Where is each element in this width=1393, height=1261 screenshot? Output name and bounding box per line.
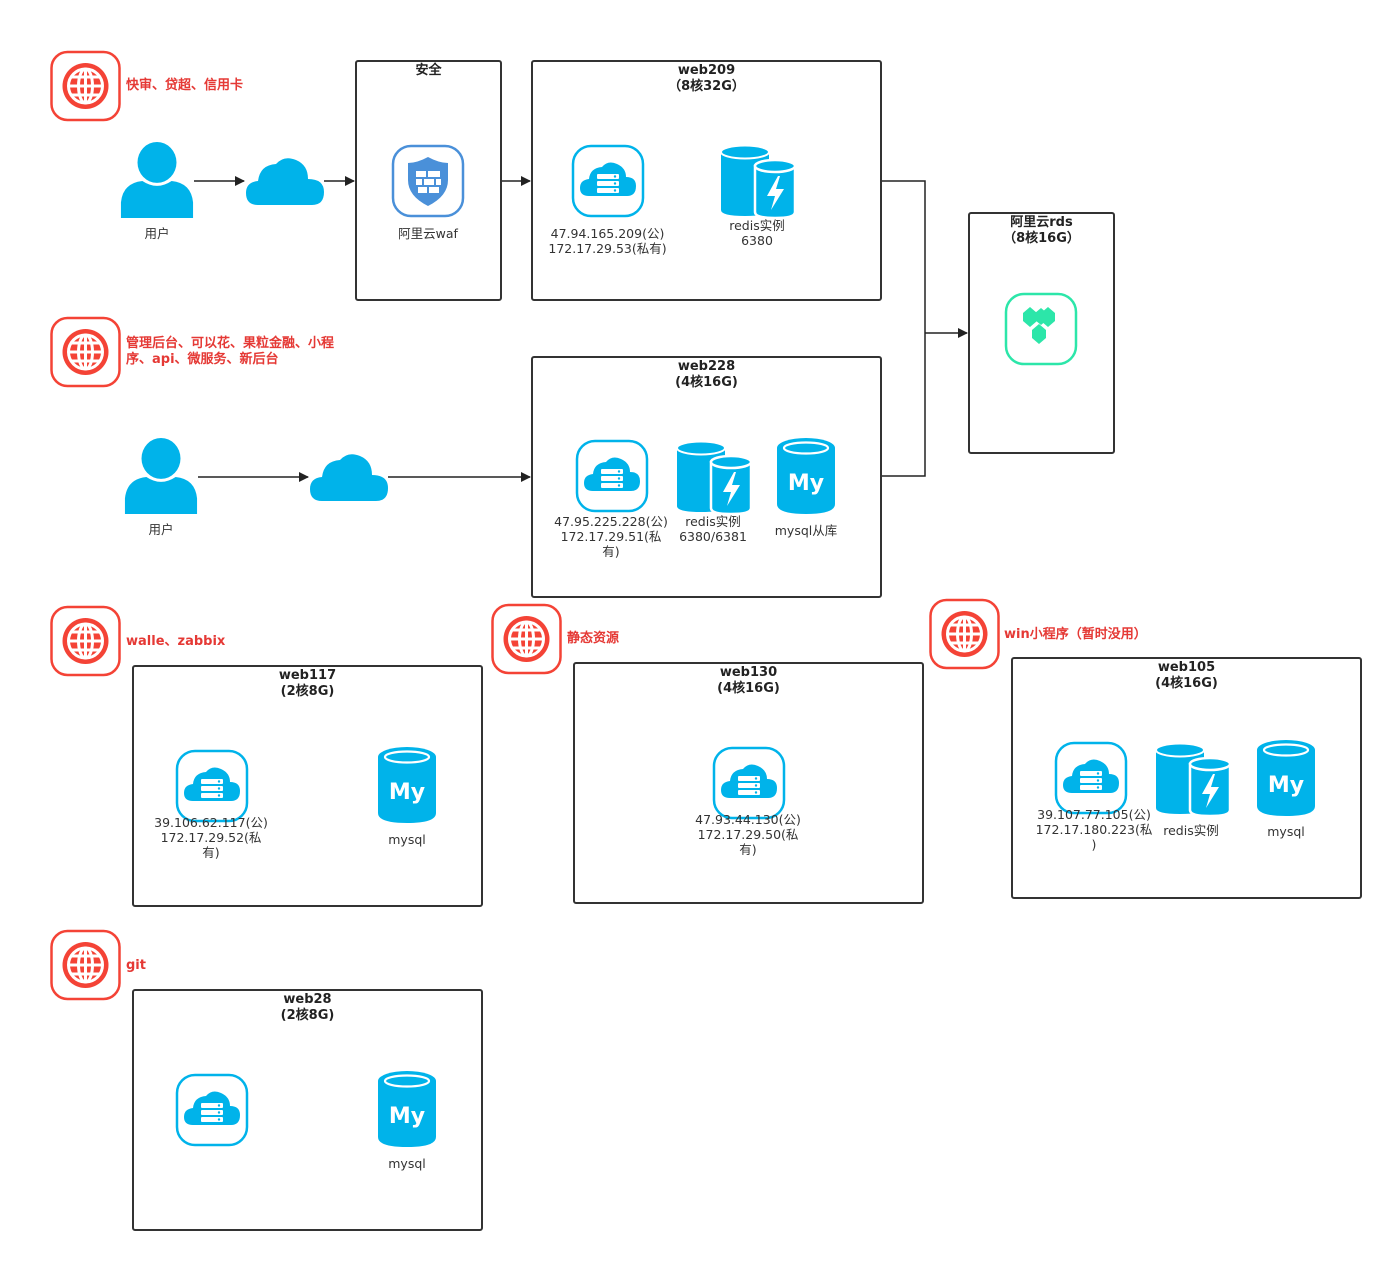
waf-label: 阿里云waf xyxy=(398,226,458,241)
server-box-web130: web130 (4核16G) xyxy=(573,662,924,904)
svg-text:My: My xyxy=(389,1104,425,1129)
shield-icon xyxy=(391,144,465,218)
box-title: 安全 xyxy=(415,63,442,78)
box-title: web130 (4核16G) xyxy=(717,665,780,696)
user-icon xyxy=(124,438,198,514)
user-icon xyxy=(120,142,194,218)
ecs-ip-label: 47.94.165.209(公) 172.17.29.53(私有) xyxy=(548,226,667,256)
ecs-server-icon xyxy=(571,144,645,218)
box-title: web105 (4核16G) xyxy=(1155,660,1218,691)
mysql-label: mysql xyxy=(388,1156,426,1171)
line-web228-rds xyxy=(882,333,926,477)
group-label: 管理后台、可以花、果粒金融、小程序、api、微服务、新后台 xyxy=(126,336,335,367)
globe-icon xyxy=(928,598,1001,670)
redis-label: redis实例 xyxy=(1163,823,1219,838)
svg-text:My: My xyxy=(788,471,824,496)
ecs-ip-label: 47.93.44.130(公) 172.17.29.50(私 有) xyxy=(695,812,801,857)
redis-icon xyxy=(1154,742,1232,816)
ecs-ip-label: 39.107.77.105(公) 172.17.180.223(私 ) xyxy=(1035,807,1153,852)
group-label: git xyxy=(126,958,146,973)
group-label: 快审、贷超、信用卡 xyxy=(126,78,244,93)
mysql-icon: My xyxy=(378,747,436,823)
internet-cloud-icon xyxy=(246,155,324,205)
svg-text:My: My xyxy=(1268,773,1304,798)
mysql-label: mysql xyxy=(1267,824,1305,839)
globe-icon xyxy=(49,929,122,1001)
ecs-server-icon xyxy=(175,1073,249,1147)
mysql-icon: My xyxy=(1257,740,1315,816)
mysql-icon: My xyxy=(777,438,835,514)
ecs-server-icon xyxy=(712,746,786,820)
ecs-server-icon xyxy=(175,749,249,823)
box-title: web228 (4核16G) xyxy=(675,359,738,390)
line-web209-rds xyxy=(882,180,926,333)
ecs-server-icon xyxy=(1054,741,1128,815)
redis-icon xyxy=(719,144,797,218)
box-title: 阿里云rds （8核16G） xyxy=(1003,215,1080,246)
rds-icon xyxy=(1004,292,1078,366)
redis-label: redis实例 6380/6381 xyxy=(679,514,747,544)
box-title: web209 （8核32G） xyxy=(668,63,745,94)
ecs-server-icon xyxy=(575,439,649,513)
globe-icon xyxy=(490,603,563,675)
group-label: 静态资源 xyxy=(567,631,620,646)
box-title: web28 (2核8G) xyxy=(280,992,335,1023)
group-label: win小程序（暂时没用） xyxy=(1004,627,1147,642)
globe-icon xyxy=(49,316,122,388)
group-label: walle、zabbix xyxy=(126,634,226,649)
redis-label: redis实例 6380 xyxy=(729,218,785,248)
mysql-label: mysql xyxy=(388,832,426,847)
globe-icon xyxy=(49,605,122,677)
user-label: 用户 xyxy=(144,226,170,241)
mysql-label: mysql从库 xyxy=(774,523,838,538)
globe-icon xyxy=(49,50,122,122)
user-label: 用户 xyxy=(148,522,174,537)
ecs-ip-label: 39.106.62.117(公) 172.17.29.52(私 有) xyxy=(154,815,268,860)
box-title: web117 (2核8G) xyxy=(278,668,337,699)
mysql-icon: My xyxy=(378,1071,436,1147)
internet-cloud-icon xyxy=(310,451,388,501)
ecs-ip-label: 47.95.225.228(公) 172.17.29.51(私 有) xyxy=(554,514,668,559)
redis-icon xyxy=(675,440,753,514)
svg-text:My: My xyxy=(389,780,425,805)
